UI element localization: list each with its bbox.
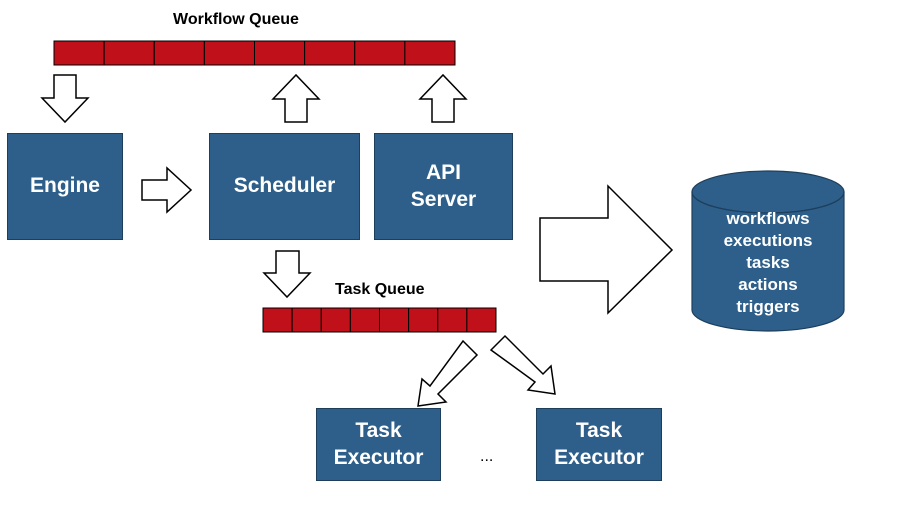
queue-slot bbox=[437, 307, 468, 333]
arrow-queue-to-engine bbox=[40, 74, 90, 124]
executor-ellipsis: ... bbox=[480, 448, 494, 465]
queue-slot bbox=[103, 40, 155, 66]
arrow-api-to-queue bbox=[418, 73, 468, 123]
database-contents: workflows executions tasks actions triggers bbox=[692, 208, 844, 318]
arrow-scheduler-to-queue bbox=[271, 73, 321, 123]
queue-slot bbox=[408, 307, 439, 333]
task-queue-label: Task Queue bbox=[335, 281, 425, 298]
database-cylinder bbox=[691, 170, 845, 332]
task-queue-bar bbox=[262, 307, 497, 333]
node-label-line: Scheduler bbox=[233, 174, 336, 198]
database-item: triggers bbox=[736, 297, 800, 316]
arrow-to-database bbox=[539, 184, 674, 315]
node-label-line: API bbox=[425, 161, 461, 185]
queue-slot bbox=[349, 307, 380, 333]
arrow-task-queue-to-executor-1 bbox=[417, 339, 479, 407]
database-item: tasks bbox=[746, 253, 790, 272]
arrow-scheduler-to-task-queue bbox=[262, 250, 312, 299]
arrow-task-queue-to-executor-2 bbox=[489, 334, 556, 395]
database-item: actions bbox=[738, 275, 798, 294]
workflow-queue-label: Workflow Queue bbox=[173, 11, 299, 28]
queue-slot bbox=[354, 40, 406, 66]
queue-slot bbox=[291, 307, 322, 333]
queue-slot bbox=[203, 40, 255, 66]
node-label-line: Engine bbox=[29, 174, 100, 198]
arrow-engine-to-scheduler bbox=[141, 166, 193, 214]
node-label-line: Executor bbox=[554, 445, 644, 469]
workflow-queue-bar bbox=[53, 40, 456, 66]
queue-slot bbox=[254, 40, 306, 66]
node-label-line: Server bbox=[410, 187, 477, 211]
queue-slot bbox=[466, 307, 497, 333]
engine-node: Engine bbox=[7, 133, 123, 240]
queue-slot bbox=[404, 40, 456, 66]
queue-slot bbox=[320, 307, 351, 333]
queue-slot bbox=[304, 40, 356, 66]
queue-slot bbox=[53, 40, 105, 66]
queue-slot bbox=[262, 307, 293, 333]
queue-slot bbox=[153, 40, 205, 66]
node-label-line: Executor bbox=[333, 445, 424, 469]
node-label-line: Task bbox=[355, 419, 402, 443]
database-item: workflows bbox=[726, 209, 810, 228]
database-item: executions bbox=[723, 231, 813, 250]
node-label: Scheduler bbox=[234, 173, 336, 199]
queue-slot bbox=[379, 307, 410, 333]
node-label-line: Task bbox=[575, 419, 623, 443]
node-label: Engine bbox=[30, 173, 100, 199]
scheduler-node: Scheduler bbox=[209, 133, 360, 240]
